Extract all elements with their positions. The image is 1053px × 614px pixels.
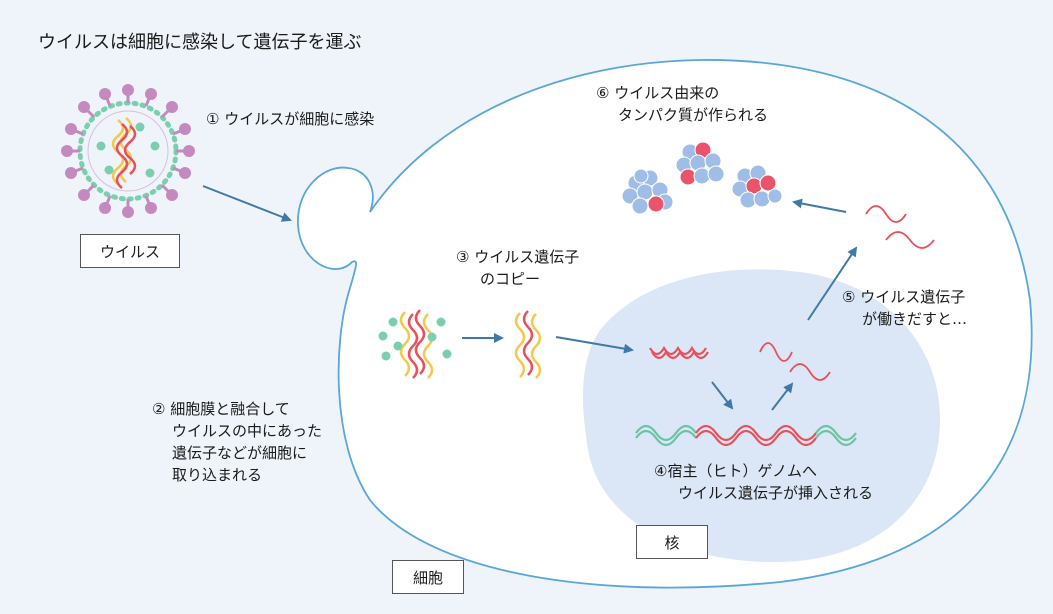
step-2-label: ② 細胞膜と融合して ウイルスの中にあった 遺伝子などが細胞に 取り込まれる (152, 400, 323, 484)
protein-cluster-left (621, 168, 674, 215)
arrow-to-protein (792, 198, 847, 213)
arrow-infection (202, 185, 292, 222)
released-genes (378, 309, 452, 379)
step-5-label: ⑤ ウイルス遺伝子 が働きだすと… (842, 288, 968, 328)
protein-cluster-middle (675, 141, 725, 186)
arrow-to-insertion (711, 381, 734, 410)
step-1-label: ① ウイルスが細胞に感染 (206, 110, 375, 128)
virus-label-box: ウイルス (80, 234, 180, 268)
arrow-to-nucleus (555, 336, 634, 354)
viral-dna-strand (649, 345, 709, 360)
arrow-from-insertion (771, 382, 794, 411)
arrow-to-export (807, 246, 858, 321)
step-6-label: ⑥ ウイルス由来の タンパク質が作られる (596, 84, 769, 124)
gene-copy (514, 310, 542, 379)
cytoplasm-mrna (865, 205, 935, 249)
virus-particle (61, 84, 195, 218)
step-4-label: ④宿主（ヒト）ゲノムへ ウイルス遺伝子が挿入される (654, 462, 874, 502)
nucleus-label-box: 核 (636, 525, 708, 559)
diagram-title: ウイルスは細胞に感染して遺伝子を運ぶ (38, 32, 362, 53)
step-3-label: ③ ウイルス遺伝子 のコピー (456, 248, 580, 288)
nucleus (583, 269, 940, 563)
mrna-transcripts (759, 342, 831, 381)
protein-cluster-right (731, 164, 783, 209)
host-genome (635, 424, 857, 447)
cell-label-box: 細胞 (392, 560, 464, 594)
